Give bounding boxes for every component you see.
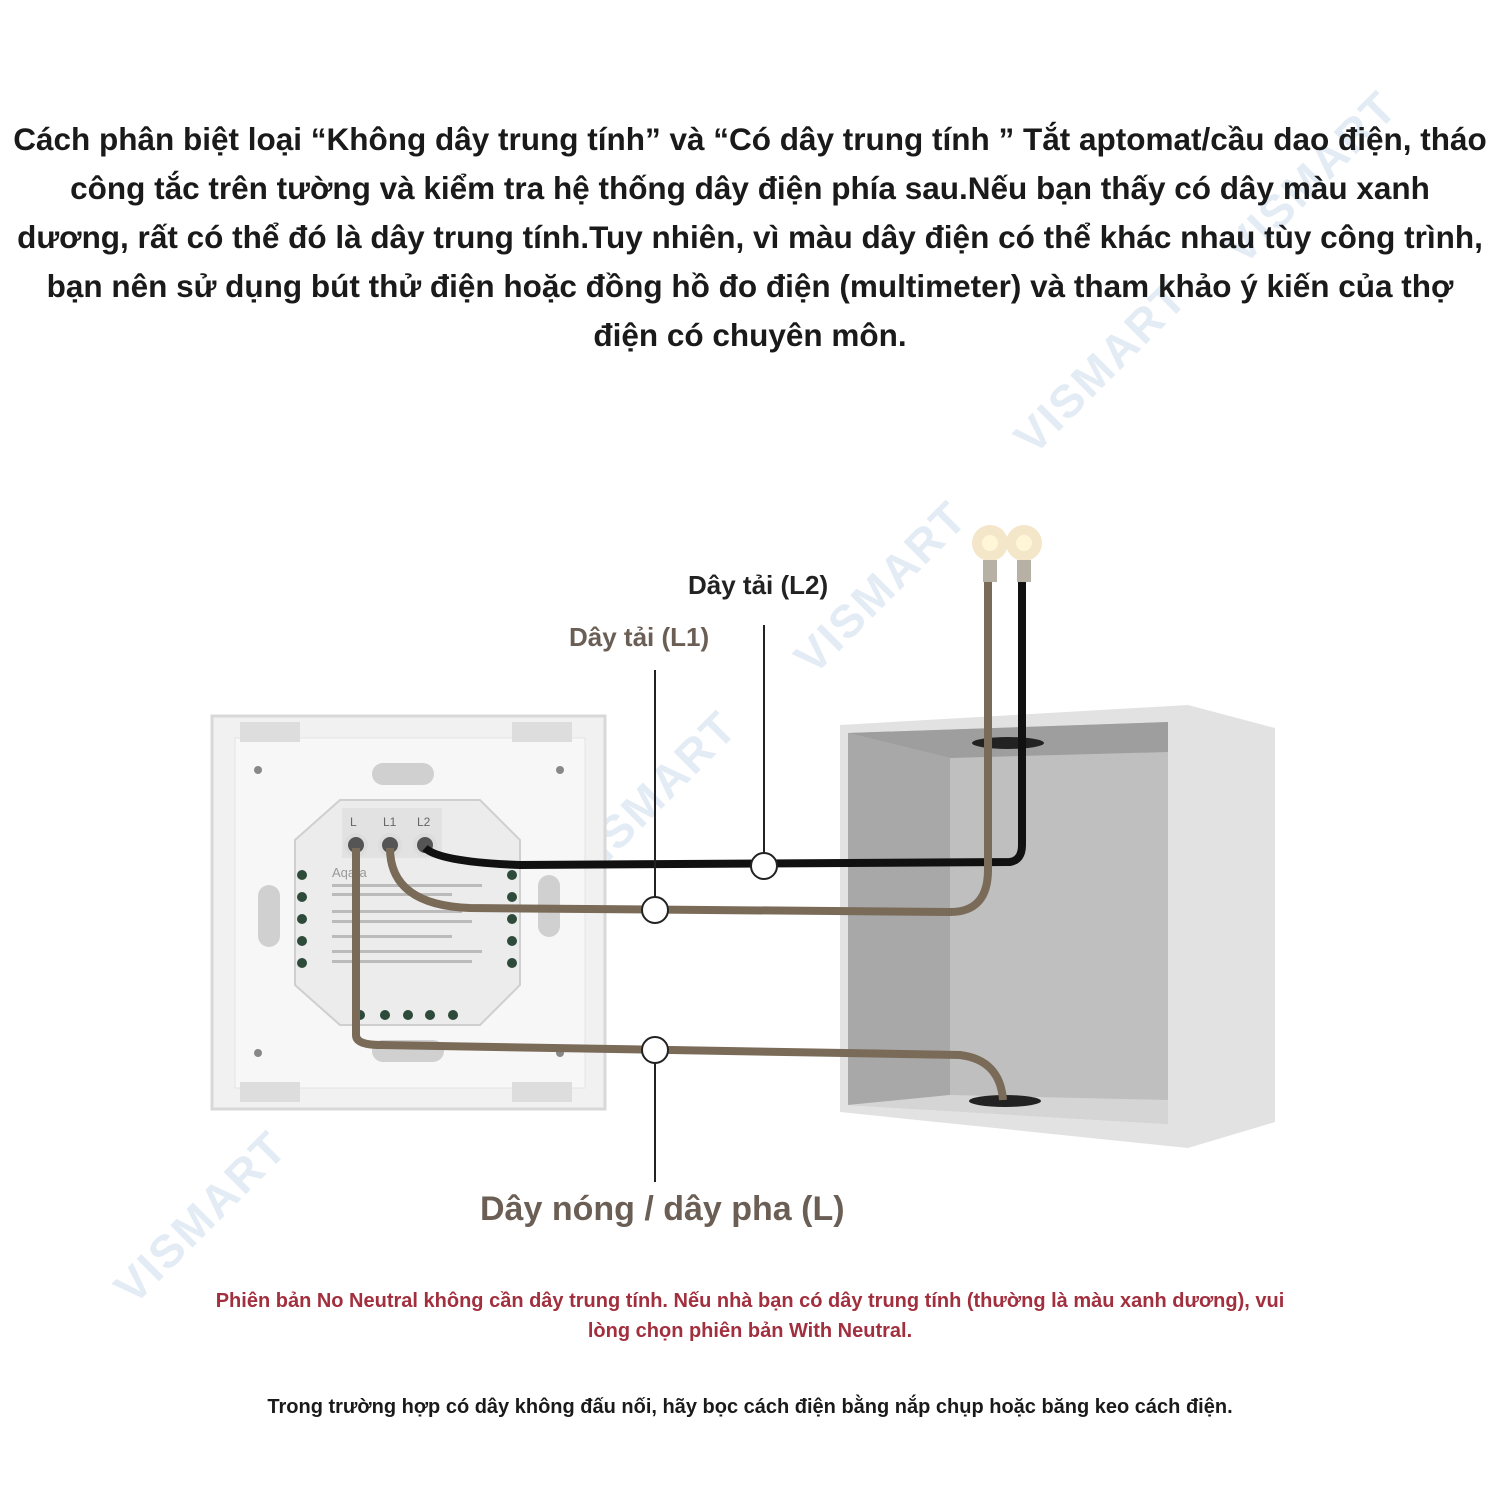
terminal-label-l2: L2 (417, 815, 431, 829)
label-live-wire: Dây nóng / dây pha (L) (480, 1190, 845, 1228)
insulation-tip: Trong trường hợp có dây không đấu nối, h… (267, 1396, 1233, 1418)
terminal-label-l: L (350, 815, 357, 829)
wire-l1-brown (386, 580, 992, 917)
label-load-l2: Dây tải (L2) (688, 570, 829, 600)
marker-l2 (750, 852, 778, 880)
neutral-version-note: Phiên bản No Neutral không cần dây trung… (215, 1290, 1285, 1342)
wire-live-brown (352, 848, 1007, 1101)
marker-live (641, 1036, 669, 1064)
terminal-label-l1: L1 (383, 815, 397, 829)
light-bulb-icon (1006, 525, 1042, 582)
intro-text: Cách phân biệt loại “Không dây trung tín… (13, 121, 1487, 353)
light-bulb-icon (972, 525, 1008, 582)
label-load-l1: Dây tải (L1) (569, 622, 710, 652)
brand-label: Aqara (332, 865, 367, 880)
marker-l1 (641, 896, 669, 924)
wire-l2-black (422, 580, 1026, 870)
wall-box (840, 705, 1275, 1148)
